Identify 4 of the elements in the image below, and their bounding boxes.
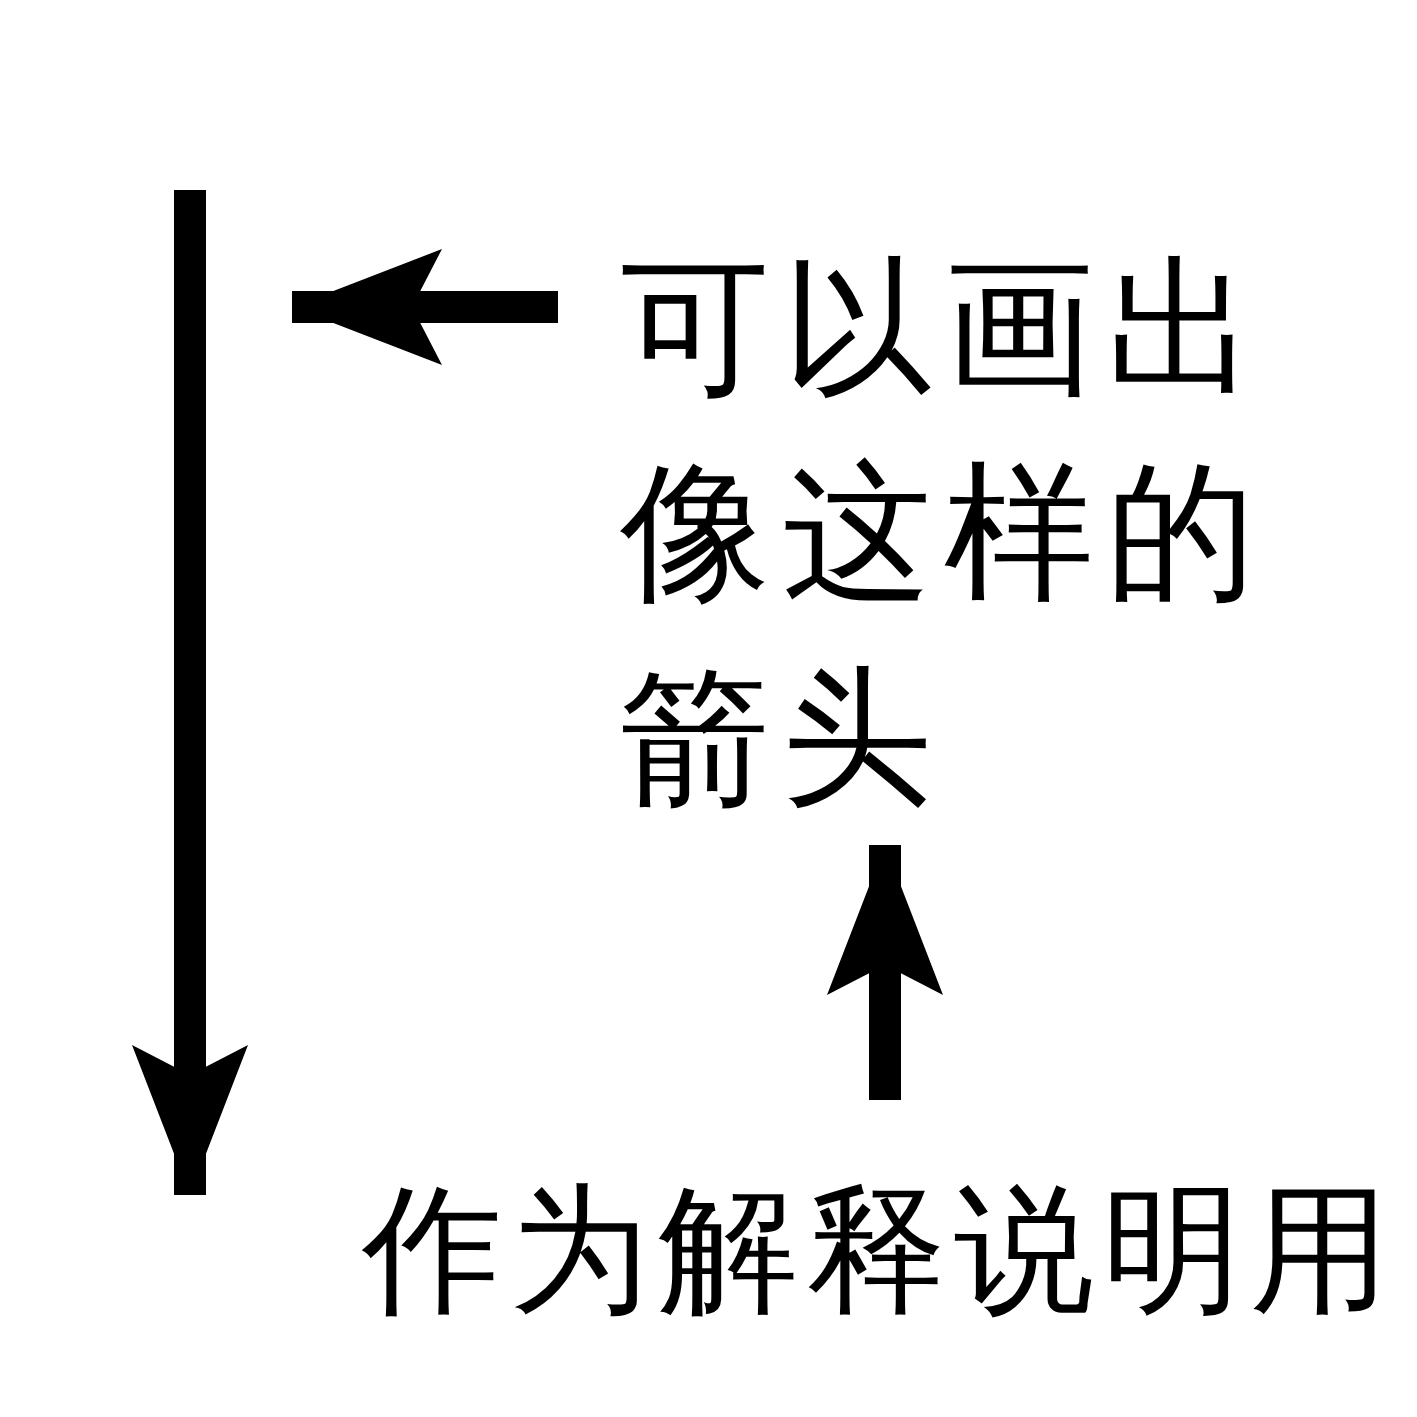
handwritten-note: 作为解释说明用 [362, 1167, 1399, 1333]
handwritten-note: 可以画出像这样的箭头 [620, 239, 1269, 826]
arrow [292, 249, 558, 365]
arrow [827, 845, 943, 1100]
